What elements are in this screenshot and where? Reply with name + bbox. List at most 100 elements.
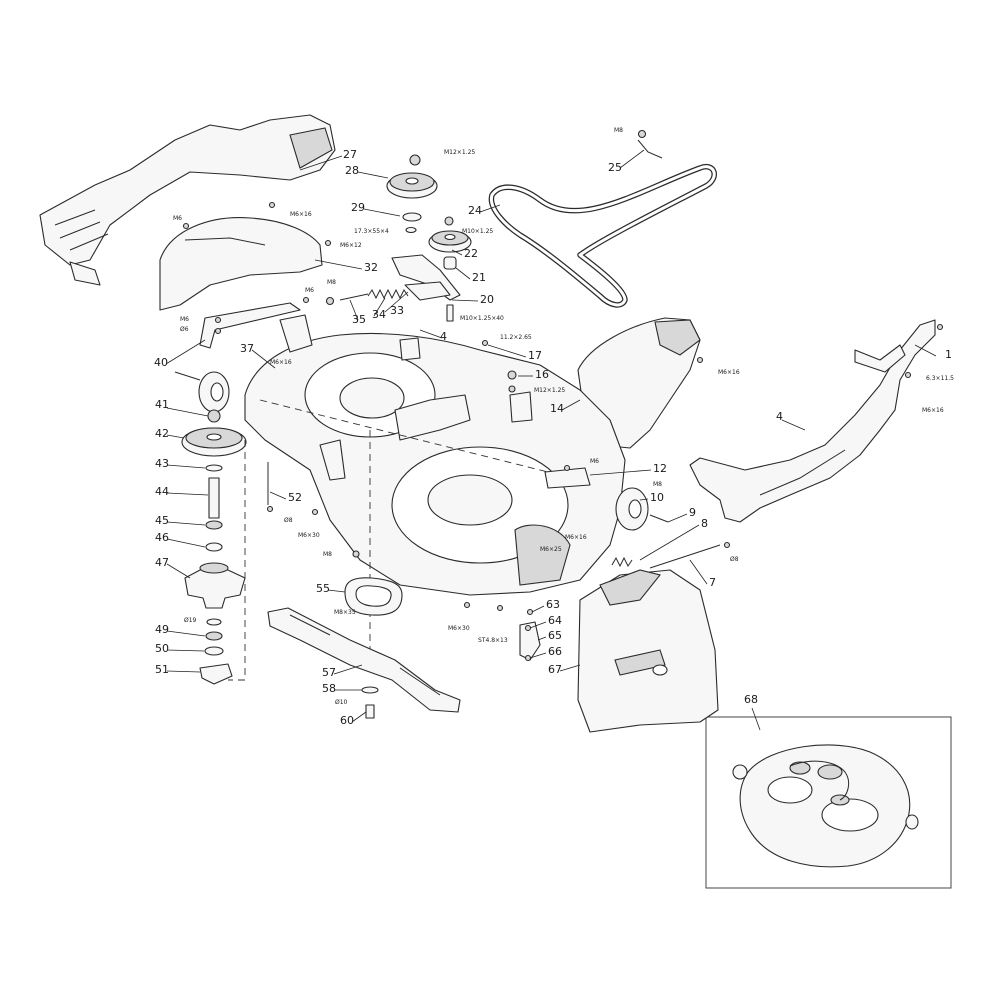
latch-65 bbox=[519, 621, 541, 661]
fastener-label--19-29: Ø19 bbox=[184, 617, 197, 624]
washer-29 bbox=[402, 212, 422, 222]
rod-35-nut bbox=[325, 296, 335, 306]
fastener-label-m6-30-21: M6×30 bbox=[298, 532, 320, 539]
leader-lines bbox=[165, 149, 937, 731]
inset-pulley-left bbox=[789, 761, 811, 775]
fastener-label-m8-1: M8 bbox=[614, 127, 623, 134]
leader-12 bbox=[589, 469, 652, 476]
inset-deck-shell bbox=[739, 744, 911, 868]
nut-m12-16 bbox=[508, 385, 516, 393]
part-number-65-39: 65 bbox=[548, 629, 562, 642]
inset-assembled-deck bbox=[705, 716, 952, 889]
part-number-4-19: 4 bbox=[776, 410, 783, 423]
part-number-57-42: 57 bbox=[322, 666, 336, 679]
spacer-50 bbox=[204, 646, 224, 656]
belt-cover-32 bbox=[159, 217, 323, 311]
gauge-wheel-right-hub bbox=[628, 499, 642, 519]
fastener-label-m6-18: M6 bbox=[590, 458, 599, 465]
fastener-label-11-2-2-65-10: 11.2×2.65 bbox=[500, 334, 532, 341]
fastener-label--10-30: Ø10 bbox=[335, 699, 348, 706]
leader-24 bbox=[479, 204, 501, 213]
fastener-label-m8-8: M8 bbox=[327, 279, 336, 286]
fastener-label-m6-30-27: M6×30 bbox=[448, 625, 470, 632]
chute-logo-plate bbox=[614, 649, 666, 676]
side-frame-body bbox=[689, 319, 936, 523]
leader-8 bbox=[639, 524, 700, 561]
fastener-label-m6-11: M6 bbox=[180, 316, 189, 323]
leader-45 bbox=[166, 521, 206, 526]
leader-33 bbox=[384, 291, 409, 313]
bracket-12 bbox=[544, 467, 591, 489]
pin-o8 bbox=[723, 541, 731, 549]
bearing-45 bbox=[205, 520, 223, 530]
spring-8 bbox=[611, 556, 633, 568]
part-number-46-25: 46 bbox=[155, 531, 169, 544]
part-number-7-34: 7 bbox=[709, 576, 716, 589]
bolt-m6x16-32 bbox=[268, 201, 276, 209]
inset-left-chamber bbox=[767, 776, 813, 804]
fastener-label-m6-12-4: M6×12 bbox=[340, 242, 362, 249]
pulley-28-nut bbox=[409, 154, 421, 166]
bushing-21 bbox=[443, 256, 457, 270]
part-number-64-38: 64 bbox=[548, 614, 562, 627]
leader-4b bbox=[781, 419, 806, 431]
assembly-line-spindle bbox=[228, 440, 246, 681]
gauge-wheel-right bbox=[615, 487, 669, 531]
part-number-9-32: 9 bbox=[689, 506, 696, 519]
fastener-label-m10-1-25-6: M10×1.25 bbox=[462, 228, 493, 235]
leader-35 bbox=[349, 299, 359, 321]
leader-37 bbox=[251, 349, 276, 369]
part-number-34-9: 34 bbox=[372, 308, 386, 321]
fastener-label--8-24: Ø8 bbox=[730, 556, 739, 563]
fastener-label--8-20: Ø8 bbox=[284, 517, 293, 524]
deck-right-spindle-seat bbox=[427, 474, 513, 526]
discharge-chute-67 bbox=[577, 569, 719, 733]
spacer-29 bbox=[405, 226, 417, 234]
part-number-47-26: 47 bbox=[155, 556, 169, 569]
pulley-28 bbox=[386, 154, 438, 199]
washer-64 bbox=[524, 624, 532, 632]
pulley-28-hub bbox=[405, 177, 419, 185]
part-number-55-36: 55 bbox=[316, 582, 330, 595]
fastener-label-m12-1-25-0: M12×1.25 bbox=[444, 149, 475, 156]
bearing-49 bbox=[205, 631, 223, 641]
part-number-28-1: 28 bbox=[345, 164, 359, 177]
leader-40 bbox=[165, 339, 206, 365]
front-guard-tab bbox=[69, 261, 101, 286]
blade-plate-55-inner bbox=[355, 585, 392, 607]
leader-34 bbox=[373, 297, 386, 317]
bolt-m6-14 bbox=[696, 356, 704, 364]
belt-outer bbox=[488, 163, 717, 308]
leader-9 bbox=[667, 513, 688, 523]
nut-frame-1 bbox=[936, 323, 944, 331]
leader-4a bbox=[419, 329, 443, 339]
belt-inner bbox=[489, 165, 716, 307]
washer-58 bbox=[361, 686, 379, 694]
rod-body bbox=[637, 139, 663, 159]
cutting-blade-57 bbox=[267, 607, 461, 713]
spacer-46 bbox=[205, 542, 223, 552]
part-number-41-20: 41 bbox=[155, 398, 169, 411]
part-number-1-17: 1 bbox=[945, 348, 952, 361]
leader-47 bbox=[166, 563, 191, 579]
bolt-m6-12 bbox=[563, 464, 571, 472]
part-number-49-27: 49 bbox=[155, 623, 169, 636]
part-number-22-5: 22 bbox=[464, 247, 478, 260]
fastener-label-st4-8-13-28: ST4.8×13 bbox=[478, 637, 508, 644]
part-number-66-40: 66 bbox=[548, 645, 562, 658]
part-number-4-12: 4 bbox=[440, 330, 447, 343]
drive-belt-24 bbox=[488, 163, 717, 308]
part-number-17-15: 17 bbox=[528, 349, 542, 362]
pulley-22 bbox=[428, 216, 472, 253]
bearing-16 bbox=[507, 370, 517, 380]
leader-66 bbox=[529, 652, 547, 659]
washer-o8-52 bbox=[266, 505, 274, 513]
spindle-housing-47-top bbox=[199, 562, 229, 574]
part-number-60-44: 60 bbox=[340, 714, 354, 727]
belt-cover-body bbox=[159, 217, 323, 311]
part-number-8-33: 8 bbox=[701, 517, 708, 530]
leader-17 bbox=[487, 344, 527, 358]
leader-29 bbox=[363, 208, 401, 217]
leader-52 bbox=[269, 491, 287, 500]
